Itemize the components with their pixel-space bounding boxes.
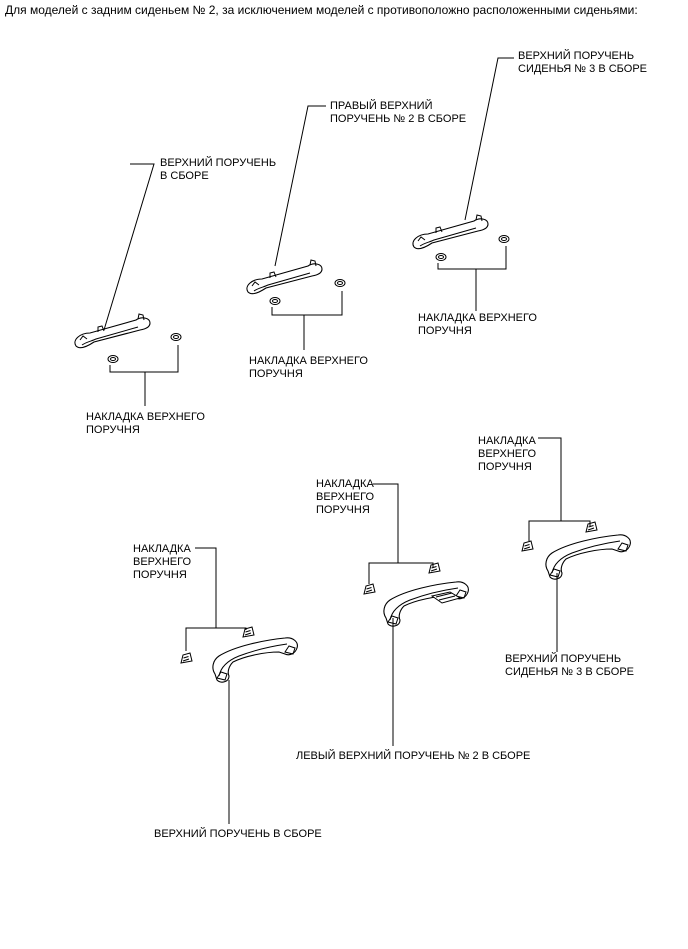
label-bottom-grip-seat3: ВЕРХНИЙ ПОРУЧЕНЬ СИДЕНЬЯ № 3 В СБОРЕ [505,653,634,678]
label-top-grip-seat3: ВЕРХНИЙ ПОРУЧЕНЬ СИДЕНЬЯ № 3 В СБОРЕ [518,50,647,75]
cover-bottom-mid-a [363,583,376,595]
grip-cover-mid-b [334,279,346,287]
grip-seat3-bottom [545,534,631,580]
leader-top-left-grip [103,163,155,331]
grip-cover-right-b [498,235,510,243]
bracket-top-left-cover [109,345,179,373]
bracket-top-mid-cover [271,291,343,316]
assist-grip-bottom-left [212,637,298,683]
cover-bottom-left-a [180,652,193,664]
label-bottom-cover-left: НАКЛАДКА ВЕРХНЕГО ПОРУЧНЯ [133,543,192,581]
label-bottom-cover-middle: НАКЛАДКА ВЕРХНЕГО ПОРУЧНЯ [316,478,375,516]
grip-cover-mid-a [269,297,281,305]
bracket-bottom-mid-cover [368,562,434,584]
label-bottom-left-grip-no2: ЛЕВЫЙ ВЕРХНИЙ ПОРУЧЕНЬ № 2 В СБОРЕ [296,750,531,762]
bracket-bottom-right-cover [528,520,591,541]
leader-top-mid-grip [274,105,326,267]
cover-bottom-right-a [521,540,534,552]
cover-bottom-right-b [585,521,598,533]
cover-bottom-mid-b [428,562,441,574]
label-top-right-grip-no2: ПРАВЫЙ ВЕРХНИЙ ПОРУЧЕНЬ № 2 В СБОРЕ [330,100,467,125]
leader-top-right-grip [464,57,514,221]
grip-cover-left-a [107,355,119,363]
leader-bottom-right-cover [538,437,562,521]
page-heading: Для моделей с задним сиденьем № 2, за ис… [5,3,638,17]
label-bottom-assist-grip: ВЕРХНИЙ ПОРУЧЕНЬ В СБОРЕ [154,828,322,840]
leader-bottom-left-cover [195,547,217,628]
left-grip-no2 [383,581,469,627]
bracket-bottom-left-cover [185,627,247,651]
label-bottom-cover-right: НАКЛАДКА ВЕРХНЕГО ПОРУЧНЯ [478,435,537,473]
label-top-assist-grip: ВЕРХНИЙ ПОРУЧЕНЬ В СБОРЕ [160,157,277,182]
grip-cover-right-a [435,253,447,261]
grip-seat3-top [412,214,489,250]
label-top-cover-middle: НАКЛАДКА ВЕРХНЕГО ПОРУЧНЯ [249,355,368,380]
bracket-top-right-cover [437,246,507,270]
label-top-cover-left: НАКЛАДКА ВЕРХНЕГО ПОРУЧНЯ [86,411,205,436]
leader-bottom-mid-cover [373,483,399,563]
right-grip-no2 [246,259,323,295]
label-top-cover-right: НАКЛАДКА ВЕРХНЕГО ПОРУЧНЯ [418,312,537,337]
assist-grip-left [74,313,151,349]
grip-cover-left-b [170,333,182,341]
